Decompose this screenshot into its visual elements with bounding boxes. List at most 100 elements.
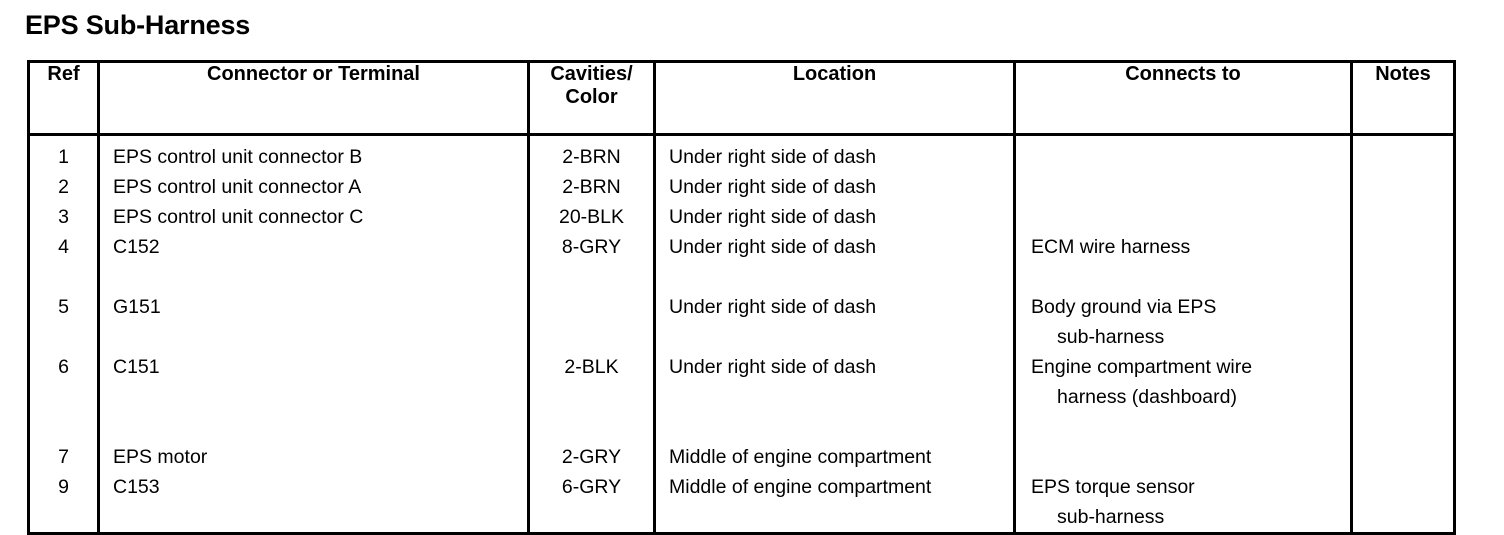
text-line: 2-BRN — [562, 176, 621, 198]
text-line: 4 — [58, 236, 69, 258]
column-header-connects-label: Connects to — [1125, 63, 1241, 85]
text-line — [669, 412, 1013, 442]
text-line — [1353, 142, 1453, 172]
column-header-notes: Notes — [1350, 60, 1456, 136]
text-line: C151 — [113, 356, 160, 378]
text-line — [669, 382, 1013, 412]
notes-lines — [1353, 136, 1453, 532]
cell-connector-column: EPS control unit connector B EPS control … — [97, 133, 530, 535]
text-line — [1031, 202, 1350, 232]
text-line: Engine compartment wire — [1031, 356, 1253, 378]
text-line — [1353, 202, 1453, 232]
column-header-connector-label: Connector or Terminal — [207, 63, 420, 85]
text-line: 2-GRY — [561, 446, 622, 468]
text-line — [1353, 262, 1453, 292]
connects-lines: ECM wire harness Body ground via EPS sub-… — [1016, 136, 1350, 532]
text-line: 6-GRY — [561, 476, 622, 498]
text-line: 1 — [58, 146, 69, 168]
text-line: Under right side of dash — [669, 296, 877, 318]
text-line — [1353, 412, 1453, 442]
text-line: 3 — [58, 206, 69, 228]
text-line — [669, 262, 1013, 292]
text-line: Under right side of dash — [669, 206, 877, 228]
text-line: 8-GRY — [561, 236, 622, 258]
text-line: Under right side of dash — [669, 176, 877, 198]
text-line — [1031, 412, 1350, 442]
column-header-cavities-color: Cavities/ Color — [527, 60, 656, 136]
text-line — [669, 502, 1013, 532]
cell-connects-to-column: ECM wire harness Body ground via EPS sub-… — [1013, 133, 1353, 535]
text-line — [30, 412, 97, 442]
text-line — [530, 322, 653, 352]
text-line — [113, 412, 527, 442]
text-line: C153 — [113, 476, 160, 498]
text-line — [1353, 502, 1453, 532]
cell-cavities-column: 2-BRN 2-BRN 20-BLK 8-GRY 2-BLK 2-GRY 6-GRY — [527, 133, 656, 535]
text-line: Under right side of dash — [669, 356, 877, 378]
text-line — [1353, 172, 1453, 202]
column-header-ref-label: Ref — [47, 63, 80, 85]
text-line: Under right side of dash — [669, 236, 877, 258]
text-line — [1353, 292, 1453, 322]
text-line: 7 — [58, 446, 69, 468]
text-line — [530, 502, 653, 532]
text-line — [30, 382, 97, 412]
text-line — [1353, 442, 1453, 472]
text-line: G151 — [113, 296, 161, 318]
column-header-notes-label: Notes — [1375, 63, 1431, 85]
text-line: 20-BLK — [558, 206, 625, 228]
text-line — [30, 502, 97, 532]
text-line — [1353, 472, 1453, 502]
text-line: EPS control unit connector B — [113, 146, 363, 168]
text-line — [1031, 442, 1350, 472]
text-line: ECM wire harness — [1031, 236, 1191, 258]
text-line: harness (dashboard) — [1057, 386, 1237, 408]
text-line — [113, 382, 527, 412]
text-line: EPS control unit connector A — [113, 176, 362, 198]
column-header-cavities-label: Cavities/ — [550, 63, 633, 85]
text-line — [113, 262, 527, 292]
text-line: Middle of engine compartment — [669, 476, 932, 498]
table-header: Ref Connector or Terminal Cavities/ Colo… — [27, 60, 1456, 136]
text-line — [1353, 322, 1453, 352]
cavities-lines: 2-BRN 2-BRN 20-BLK 8-GRY 2-BLK 2-GRY 6-GRY — [530, 136, 653, 532]
text-line — [1031, 172, 1350, 202]
text-line — [1031, 262, 1350, 292]
text-line: 2-BRN — [562, 146, 621, 168]
text-line: sub-harness — [1057, 506, 1165, 528]
connector-lines: EPS control unit connector B EPS control … — [100, 136, 527, 532]
text-line — [1031, 142, 1350, 172]
text-line: 2-BLK — [564, 356, 619, 378]
text-line — [530, 292, 653, 322]
text-line: EPS torque sensor — [1031, 476, 1195, 498]
column-header-location-label: Location — [792, 63, 877, 85]
text-line — [530, 382, 653, 412]
text-line: 6 — [58, 356, 69, 378]
text-line — [530, 412, 653, 442]
text-line: 5 — [58, 296, 69, 318]
text-line: sub-harness — [1057, 326, 1165, 348]
page-title: EPS Sub-Harness — [25, 10, 251, 40]
text-line: Under right side of dash — [669, 146, 877, 168]
text-line — [530, 262, 653, 292]
text-line — [1353, 352, 1453, 382]
text-line — [1353, 382, 1453, 412]
text-line: C152 — [113, 236, 160, 258]
text-line — [669, 322, 1013, 352]
column-header-connects-to: Connects to — [1013, 60, 1353, 136]
text-line: Middle of engine compartment — [669, 446, 932, 468]
eps-sub-harness-table: Ref Connector or Terminal Cavities/ Colo… — [27, 60, 1456, 535]
text-line: 2 — [58, 176, 69, 198]
table-header-row: Ref Connector or Terminal Cavities/ Colo… — [27, 60, 1456, 136]
text-line — [30, 262, 97, 292]
column-header-ref: Ref — [27, 60, 100, 136]
text-line: Body ground via EPS — [1031, 296, 1217, 318]
text-line — [30, 322, 97, 352]
text-line: EPS motor — [113, 446, 208, 468]
